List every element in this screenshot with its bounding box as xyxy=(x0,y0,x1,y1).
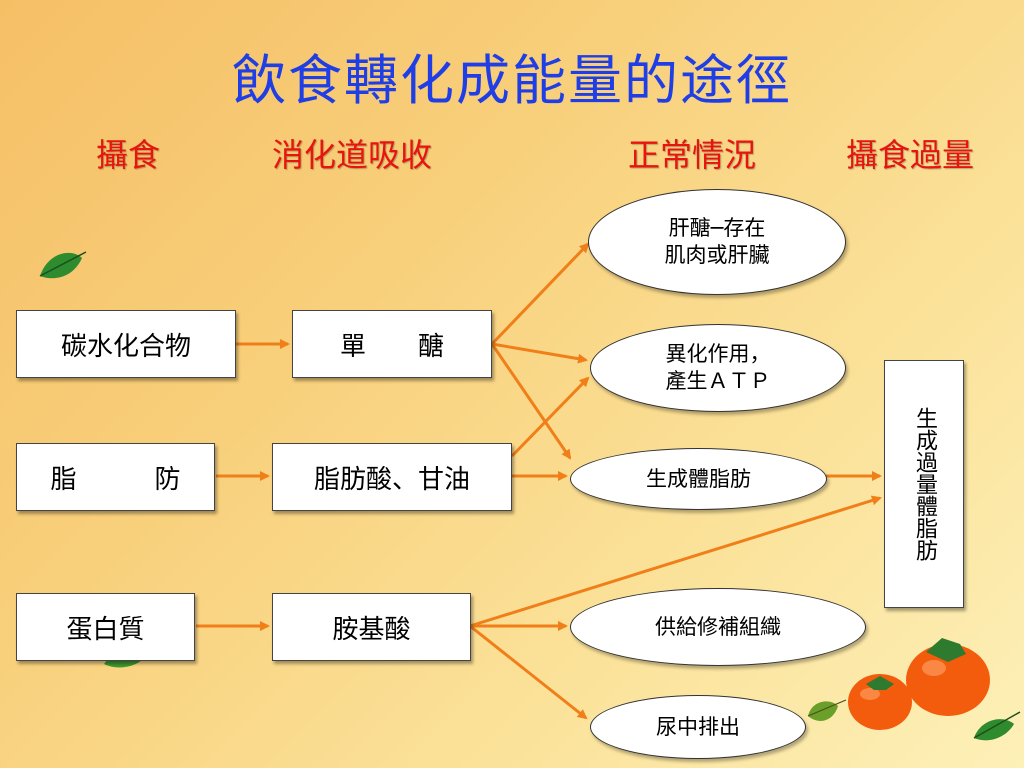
persimmon-icon xyxy=(906,638,990,716)
ellipse-catabolism: 異化作用， 產生ＡＴＰ xyxy=(590,324,846,412)
glycogen-line2: 肌肉或肝臟 xyxy=(664,243,770,267)
arrow-fattyacid-to-atp xyxy=(510,376,590,458)
box-carbohydrate: 碳水化合物 xyxy=(16,310,236,378)
box-protein: 蛋白質 xyxy=(16,593,195,661)
catabolism-line2: 產生ＡＴＰ xyxy=(665,369,771,393)
leaf-icon xyxy=(39,251,87,279)
leaf-icon xyxy=(973,711,1021,741)
header-digestion: 消化道吸收 xyxy=(272,136,433,174)
header-normal: 正常情況 xyxy=(628,136,757,174)
ellipse-tissue-repair: 供給修補組織 xyxy=(570,588,866,666)
box-excess-body-fat: 生成過量體脂肪 xyxy=(884,360,964,608)
box-fattyacid-glycerol: 脂肪酸、甘油 xyxy=(272,443,512,511)
ellipse-urine: 尿中排出 xyxy=(590,695,806,759)
box-monosaccharide: 單 醣 xyxy=(292,310,492,378)
arrow-mono-to-glycogen xyxy=(490,242,590,346)
ellipse-body-fat: 生成體脂肪 xyxy=(570,448,827,510)
page-title: 飲食轉化成能量的途徑 xyxy=(232,49,792,112)
arrow-mono-to-atp xyxy=(491,342,588,364)
glycogen-line1: 肝醣─存在 xyxy=(668,216,766,240)
catabolism-line1: 異化作用， xyxy=(665,342,771,366)
leaf-icon xyxy=(807,699,847,721)
box-amino-acid: 胺基酸 xyxy=(272,593,471,661)
box-fat: 脂 防 xyxy=(16,443,215,511)
arrow-amino-to-urine xyxy=(469,624,588,720)
header-intake: 攝食 xyxy=(96,136,161,174)
arrow-amino-to-excess xyxy=(469,495,882,628)
ellipse-glycogen: 肝醣─存在 肌肉或肝臟 xyxy=(588,189,846,295)
arrow-mono-to-bodyfat xyxy=(490,343,572,460)
header-overeating: 攝食過量 xyxy=(846,136,975,174)
persimmon-icon xyxy=(848,674,912,730)
